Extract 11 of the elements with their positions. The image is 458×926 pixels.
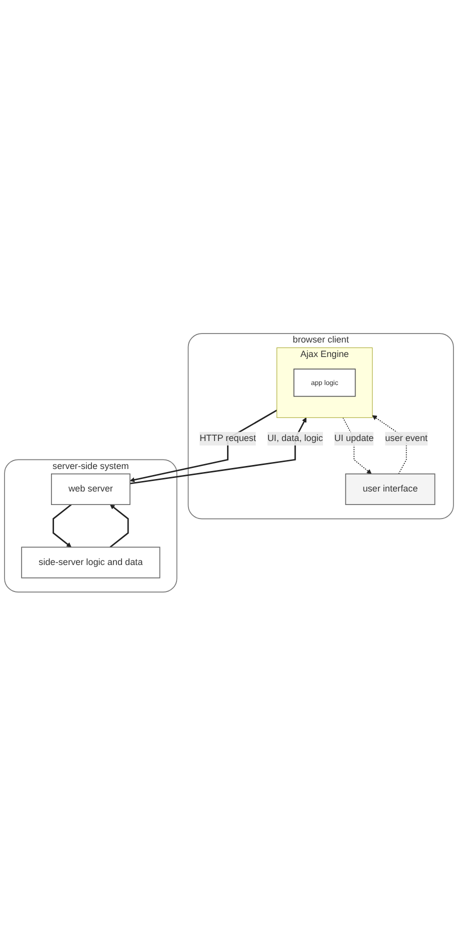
- edge-label: user event: [385, 434, 428, 444]
- arrow: [52, 504, 72, 548]
- node-box: side-server logic and data: [21, 546, 160, 578]
- edge-label: HTTP request: [200, 434, 256, 444]
- edge-label: UI, data, logic: [267, 434, 323, 444]
- arrow: [110, 504, 129, 548]
- edge-label: UI update: [334, 434, 374, 444]
- node-box: web server: [51, 474, 130, 506]
- arrow: [130, 418, 306, 484]
- node-box: user interface: [345, 474, 436, 506]
- arrow: [130, 410, 278, 482]
